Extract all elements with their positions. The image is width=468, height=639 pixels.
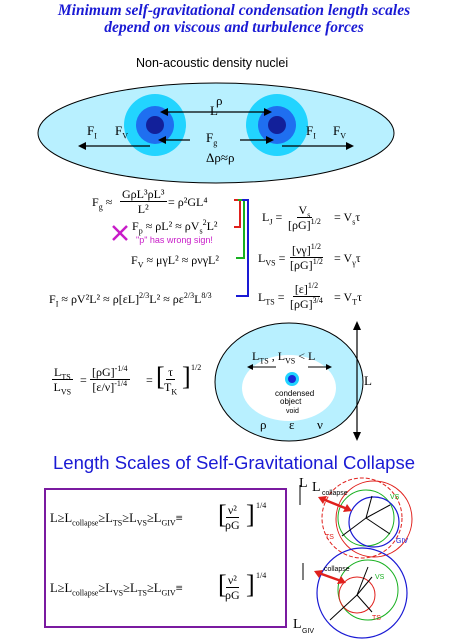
condensed-nu: ν bbox=[317, 417, 323, 432]
LVS-rhs: = Vγτ bbox=[334, 251, 361, 268]
nuclei-label: Non-acoustic density nuclei bbox=[136, 56, 289, 70]
fi-right-label: FI bbox=[306, 123, 316, 141]
ratio-rhs-sup: 1/2 bbox=[191, 363, 202, 372]
right-nucleus-core bbox=[268, 116, 286, 134]
diag2-vs: VS bbox=[375, 574, 385, 581]
fv-right-label: FV bbox=[333, 123, 347, 141]
LJ-fraction: Vs[ρG]1/2 bbox=[288, 203, 321, 232]
condensed-label-1: condensed bbox=[275, 389, 315, 398]
inequality-1: L≥Lcollapse≥LTS≥LVS≥LGIV≡ bbox=[50, 511, 183, 528]
collapse-diagram-2 bbox=[302, 547, 408, 639]
condensed-L: L bbox=[364, 373, 372, 388]
ineq1-bracket-close: ] bbox=[246, 500, 255, 529]
inequality-2: L≥Lcollapse≥LVS≥LTS≥LGIV≡ bbox=[50, 581, 183, 598]
fi-arrowhead-left bbox=[78, 142, 86, 150]
ratio-bracket-close: ] bbox=[182, 362, 191, 391]
diag1-vs: VS bbox=[390, 494, 400, 501]
ineq2-sup: 1/4 bbox=[256, 571, 267, 580]
ineq1-bracket-open: [ bbox=[218, 500, 227, 529]
condensed-top-label: LTS , LVS < L bbox=[252, 349, 316, 366]
fv-eq: FV ≈ μγL² ≈ ρνγL² bbox=[131, 253, 219, 270]
rho-label: ρ bbox=[216, 93, 223, 108]
diag2-ts: TS bbox=[372, 615, 381, 622]
fg-eq-lhs: Fg ≈ bbox=[92, 195, 113, 212]
bracket-red bbox=[234, 199, 241, 228]
condensed-rho: ρ bbox=[260, 417, 267, 432]
void-label: void bbox=[286, 408, 299, 415]
wrong-sign-note: "p" has wrong sign! bbox=[136, 235, 213, 245]
LTS-fraction: [ε]1/2[ρG]3/4 bbox=[290, 281, 323, 311]
diag2-collapse: collapse bbox=[324, 566, 350, 573]
ratio-eq2: = bbox=[146, 373, 153, 387]
cross-line-2 bbox=[112, 225, 128, 241]
fi-left-label: FI bbox=[87, 123, 97, 141]
LJ-lhs: LJ = bbox=[262, 210, 283, 227]
fg-label: Fg bbox=[206, 130, 218, 148]
fi-eq: FI ≈ ρV²L² ≈ ρ[εL]2/3L² ≈ ρε2/3L8/3 bbox=[49, 291, 212, 309]
collapse-diagram-1 bbox=[299, 477, 413, 559]
delta-rho-label: Δρ≈ρ bbox=[206, 150, 235, 165]
condensed-label-2: object bbox=[280, 397, 302, 406]
diag1-collapse: collapse bbox=[322, 490, 348, 497]
LTS-lhs: LTS = bbox=[258, 290, 285, 307]
fg-arrowhead-right bbox=[266, 136, 274, 144]
LVS-lhs: LVS = bbox=[258, 251, 286, 268]
void-region bbox=[242, 355, 336, 421]
diag2-L: L bbox=[293, 617, 302, 632]
L-label: L bbox=[210, 103, 218, 118]
diag1-giv: GIV bbox=[396, 538, 409, 545]
ineq1-sup: 1/4 bbox=[256, 501, 267, 510]
diag1-ts: TS bbox=[325, 534, 334, 541]
condensed-arrowhead-left bbox=[247, 364, 253, 370]
section-title: Length Scales of Self-Gravitational Coll… bbox=[53, 452, 415, 473]
fi-arrowhead-right bbox=[346, 142, 354, 150]
ratio-bracket-open: [ bbox=[156, 362, 165, 391]
condensed-core bbox=[288, 375, 296, 383]
LTS-rhs: = VTτ bbox=[334, 290, 362, 307]
nuclei-ellipse bbox=[37, 82, 395, 184]
diag1-Lc: L bbox=[312, 480, 321, 495]
ratio-eq1: = bbox=[80, 373, 87, 387]
condensed-eps: ε bbox=[289, 417, 295, 432]
bracket-green bbox=[236, 199, 245, 259]
left-nucleus-core bbox=[146, 116, 164, 134]
ratio-mid: [ρG]-1/4[ε/ν]-1/4 bbox=[90, 364, 130, 394]
ineq2-bracket-close: ] bbox=[246, 570, 255, 599]
fv-left-label: FV bbox=[115, 123, 129, 141]
inequality-box bbox=[44, 488, 287, 628]
L-vertical-arrowhead-top bbox=[353, 321, 361, 330]
diag2-giv: GIV bbox=[302, 628, 315, 635]
LJ-rhs: = Vsτ bbox=[334, 210, 361, 227]
L-arrowhead-right bbox=[264, 108, 272, 116]
diag1-L: L bbox=[299, 476, 308, 491]
ineq2-bracket-open: [ bbox=[218, 570, 227, 599]
title-line-2: depend on viscous and turbulence forces bbox=[104, 19, 364, 36]
condensed-arrowhead-right bbox=[326, 364, 332, 370]
fg-arrowhead-left bbox=[158, 136, 166, 144]
L-arrowhead-left bbox=[160, 108, 168, 116]
LVS-fraction: [νγ]1/2[ρG]1/2 bbox=[290, 242, 323, 272]
fp-eq: Fp ≈ ρL² ≈ ρVs2L² bbox=[132, 218, 218, 236]
fg-eq-rhs: = ρ²GL⁴ bbox=[168, 195, 208, 209]
bracket-blue bbox=[236, 199, 249, 297]
title-line-1: Minimum self-gravitational condensation … bbox=[57, 2, 411, 19]
L-vertical-arrowhead-bottom bbox=[353, 432, 361, 441]
page-title: Minimum self-gravitational condensation … bbox=[0, 2, 468, 36]
